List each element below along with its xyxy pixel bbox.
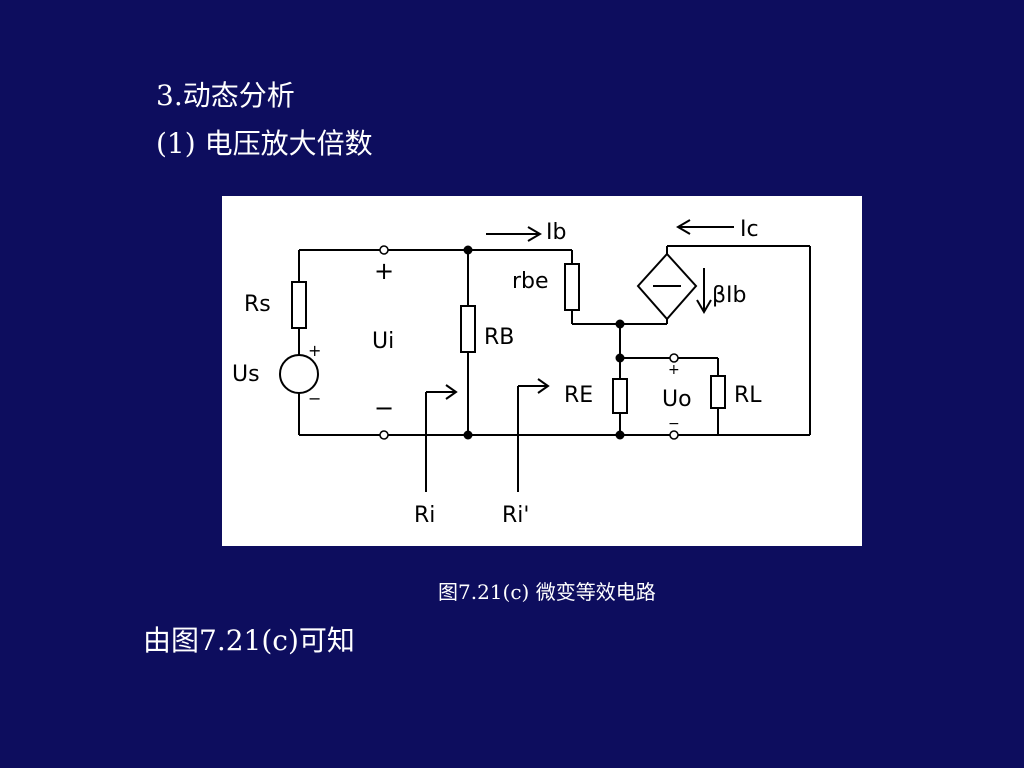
re-label: RE [564, 383, 593, 408]
ri-label: Ri [414, 503, 435, 528]
input-terminal-top [379, 245, 389, 255]
ui-label: Ui [372, 329, 394, 354]
rbe-label: rbe [512, 269, 549, 294]
output-terminal-bottom [669, 430, 679, 440]
rb-label: RB [484, 325, 514, 350]
rb-resistor [460, 305, 476, 353]
subsection-heading: (1) 电压放大倍数 [156, 127, 373, 160]
us-source [279, 354, 319, 394]
section-heading: 3.动态分析 [156, 79, 295, 112]
body-text: 由图7.21(c)可知 [143, 624, 355, 657]
rl-resistor [710, 375, 726, 409]
us-minus: − [308, 389, 321, 408]
ui-plus: + [374, 257, 394, 285]
output-terminal-top [669, 353, 679, 363]
circuit-svg: Rs Us + − + − Ui RB rbe Ib Ic βIb RE + U… [232, 217, 811, 528]
beta-ib-label: βIb [712, 283, 747, 308]
rs-resistor [291, 281, 307, 329]
circuit-diagram: Rs Us + − + − Ui RB rbe Ib Ic βIb RE + U… [222, 196, 862, 546]
rl-label: RL [734, 383, 762, 408]
re-resistor [612, 378, 628, 414]
ic-label: Ic [740, 217, 759, 242]
us-label: Us [232, 362, 260, 387]
rbe-resistor [564, 263, 580, 311]
uo-minus: − [668, 416, 680, 432]
figure-caption: 图7.21(c) 微变等效电路 [438, 580, 656, 604]
uo-label: Uo [662, 387, 692, 412]
us-plus: + [308, 341, 321, 360]
rs-label: Rs [244, 292, 271, 317]
ri-prime-label: Ri' [502, 503, 529, 528]
input-terminal-bottom [379, 430, 389, 440]
dependent-source [636, 252, 698, 321]
ui-minus: − [374, 394, 394, 422]
ib-label: Ib [546, 220, 566, 245]
uo-plus: + [668, 362, 680, 378]
